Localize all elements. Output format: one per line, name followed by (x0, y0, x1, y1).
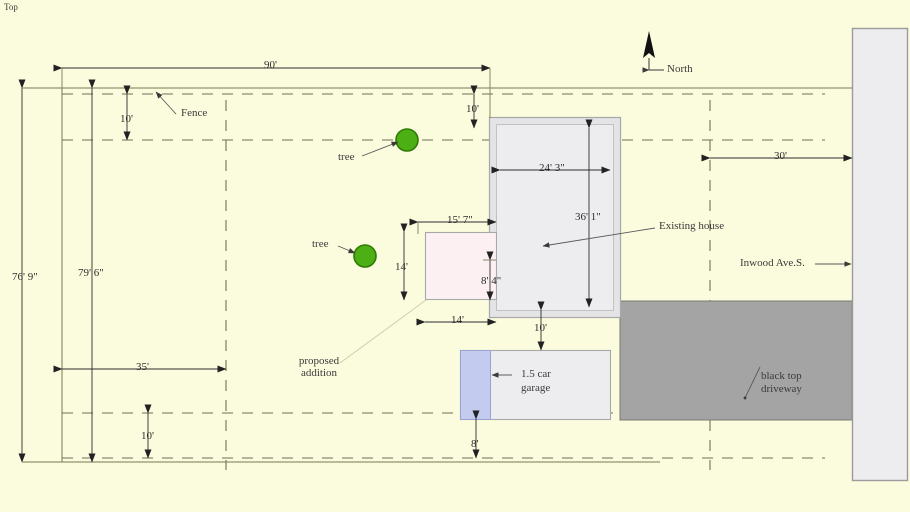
dim-79ft6in-text: 79' 6" (78, 267, 104, 279)
leader-tree-upper (361, 141, 399, 157)
existing-house-interior (496, 124, 614, 311)
dim-36ft1in-text: 36' 1" (575, 211, 601, 223)
dim-8ft4in-text: 8' 4" (481, 275, 502, 287)
dim-76ft9in-text: 76' 9" (12, 271, 38, 283)
dim-15ft7in-text: 15' 7" (447, 214, 473, 226)
proposed-addition-label-line1: proposed (298, 355, 340, 367)
dim-90ft-text: 90' (264, 59, 277, 71)
dim-14ft-width-text: 14' (451, 314, 464, 326)
leader-existing-house (542, 227, 656, 248)
garage-door (460, 350, 491, 420)
north-arrow-icon (642, 31, 664, 73)
dim-10ft-house-garage-text: 10' (534, 322, 547, 334)
property-boundary-lines (61, 87, 852, 463)
existing-house-label: Existing house (659, 220, 725, 232)
fence-dashed-lines (62, 93, 825, 470)
dim-10ft-topright-text: 10' (466, 103, 479, 115)
leader-lines (155, 91, 852, 400)
north-label: North (667, 63, 693, 75)
fence-label: Fence (181, 107, 208, 119)
dim-14ft-depth-text: 14' (395, 261, 408, 273)
leader-driveway (743, 366, 761, 400)
dim-30ft-text: 30' (774, 150, 787, 162)
garage-label-line2: garage (521, 382, 551, 394)
leader-fence (155, 91, 177, 115)
dim-10ft-bottomleft-text: 10' (141, 430, 154, 442)
dim-10ft-topleft-text: 10' (120, 113, 133, 125)
street-inwood-ave (851, 27, 909, 482)
garage-label-line1: 1.5 car (521, 368, 551, 380)
proposed-addition-label-line2: addition (300, 367, 338, 379)
proposed-addition (424, 231, 498, 301)
tree-lower-label: tree (312, 238, 329, 250)
dim-35ft-text: 35' (136, 361, 149, 373)
dimension-lines (18, 64, 853, 463)
view-label-top: Top (4, 2, 18, 12)
street-label: Inwood Ave.S. (740, 257, 805, 269)
leader-tree-lower (337, 245, 356, 254)
tree-upper-icon (395, 128, 419, 152)
black-top-driveway (619, 300, 853, 421)
dim-24ft3in-text: 24' 3" (539, 162, 565, 174)
driveway-label-line2: driveway (761, 383, 802, 395)
driveway-label-line1: black top (761, 370, 802, 382)
dim-8ft-garage-text: 8' (471, 438, 479, 450)
tree-upper-label: tree (338, 151, 355, 163)
tree-lower-icon (353, 244, 377, 268)
leader-proposed-addition (339, 299, 427, 364)
